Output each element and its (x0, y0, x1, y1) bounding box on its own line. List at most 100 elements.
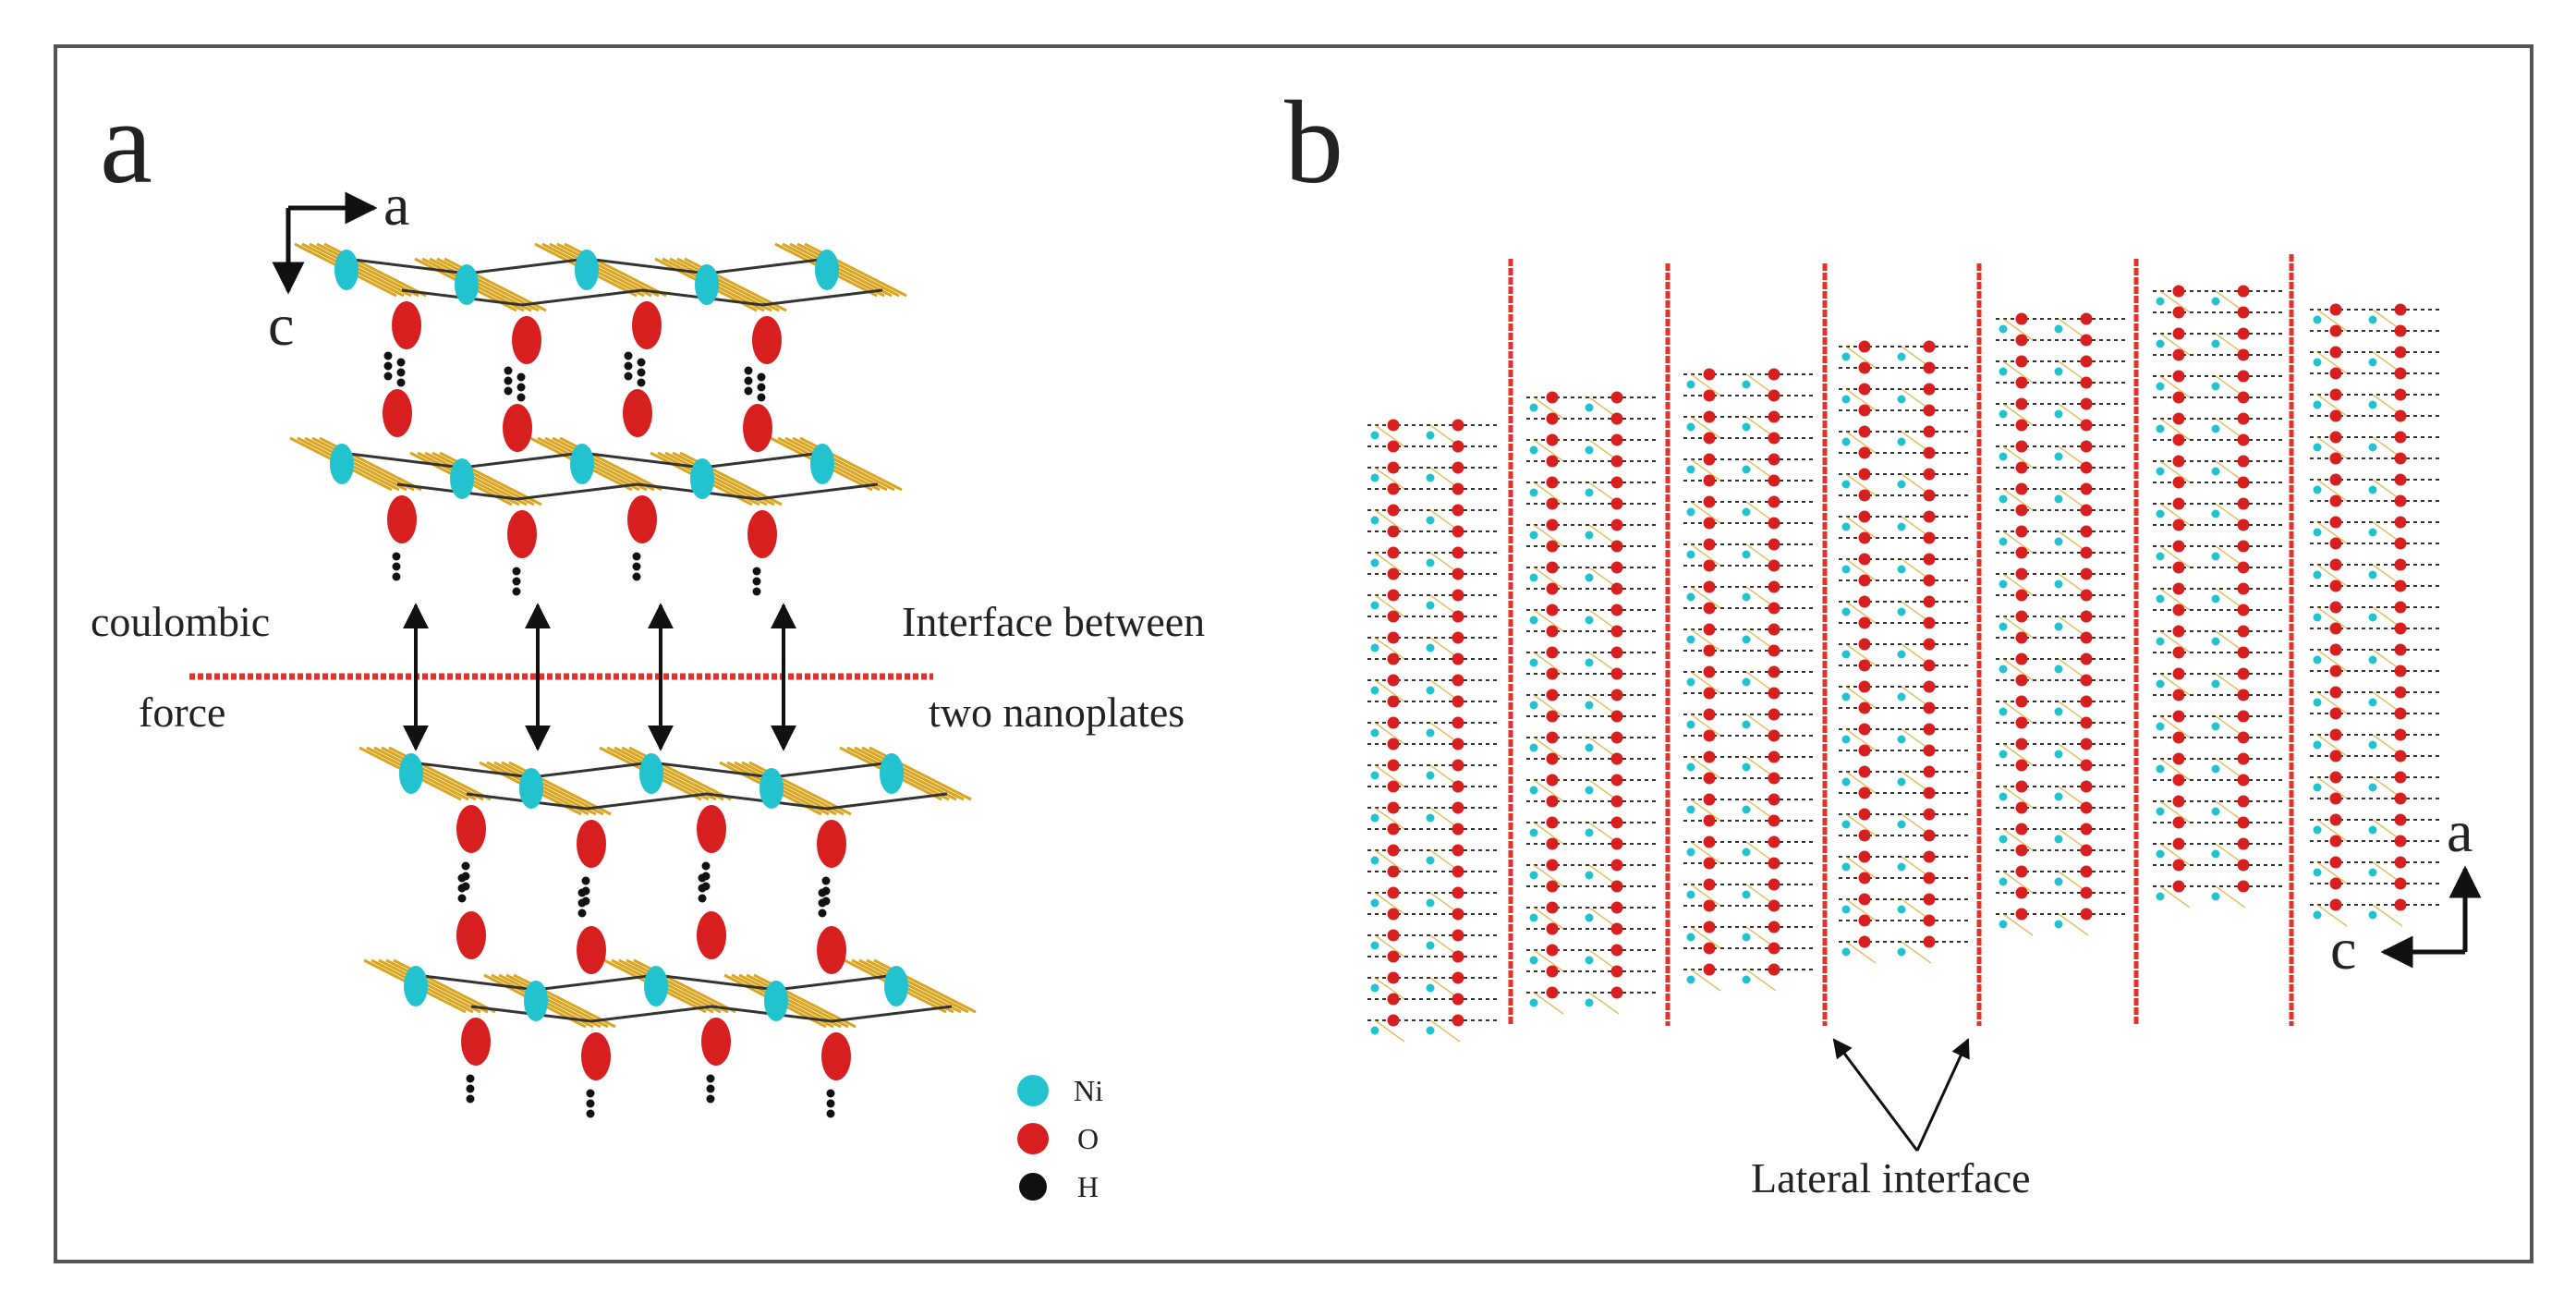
oxygen-atom (1452, 482, 1464, 495)
nickel-atom (1841, 905, 1851, 914)
oxygen-atom (1387, 652, 1400, 665)
bond-line (1845, 686, 1877, 709)
oxygen-atom (2237, 561, 2250, 574)
oxygen-atom (1923, 425, 1936, 438)
oxygen-atom (1610, 476, 1623, 489)
hydrogen-atom (826, 1099, 835, 1108)
oxygen-atom (1923, 383, 1936, 396)
oxygen-atom (1858, 340, 1871, 353)
oxygen-atom (1387, 1014, 1400, 1027)
nickel-atom (1529, 701, 1538, 710)
nickel-atom (450, 458, 474, 499)
nanoplate-column (2153, 285, 2282, 909)
oxygen-atom (2015, 823, 2028, 835)
oxygen-atom (1610, 582, 1623, 595)
nickel-atom (2313, 740, 2322, 750)
nickel-atom (2054, 452, 2063, 461)
nickel-atom (1585, 403, 1594, 412)
nanoplate-column (2310, 303, 2439, 927)
oxygen-atom (2237, 774, 2250, 787)
bond-line (2159, 545, 2191, 568)
bond-line (789, 242, 893, 298)
bond-line (2316, 819, 2348, 842)
oxygen-atom (1923, 935, 1936, 948)
hydrogen-atom (383, 372, 393, 381)
nickel-atom (1529, 913, 1538, 922)
oxygen-atom (1546, 816, 1559, 829)
hydrogen-atom (752, 567, 761, 576)
bond-line (429, 257, 532, 312)
oxygen-atom (1610, 561, 1623, 574)
oxygen-atom (2394, 898, 2407, 911)
nickel-atom (2368, 825, 2377, 835)
bond-line (1374, 637, 1405, 660)
oxygen-atom (1452, 823, 1464, 835)
oxygen-atom (1858, 872, 1871, 884)
layer-frame-line (396, 482, 879, 501)
oxygen-atom (2237, 518, 2250, 531)
oxygen-atom (2172, 518, 2185, 531)
bond-line (2316, 904, 2348, 927)
oxygen-atom (1610, 455, 1623, 468)
oxygen-atom (2080, 865, 2093, 878)
oxygen-atom (1703, 814, 1716, 827)
oxygen-atom (1387, 610, 1400, 623)
oxygen-atom (1703, 368, 1716, 381)
nickel-atom (2313, 613, 2322, 622)
bond-line (1374, 807, 1405, 830)
layer-frame-line (401, 288, 883, 307)
oxygen-atom (1610, 412, 1623, 425)
nickel-atom (2313, 570, 2322, 579)
oxygen-atom (1452, 546, 1464, 559)
hydrogen-atom (706, 1084, 715, 1093)
oxygen-atom (1858, 808, 1871, 821)
oxygen-atom (1858, 553, 1871, 566)
nickel-atom (2313, 400, 2322, 409)
hydrogen-atom (586, 1109, 595, 1118)
oxygen-atom (2015, 525, 2028, 538)
oxygen-atom (2394, 494, 2407, 507)
oxygen-atom (2172, 667, 2185, 680)
bond-line (1690, 884, 1721, 907)
bond-line (664, 451, 768, 506)
panel-b-axis-c-label: c (2330, 916, 2357, 982)
oxygen-atom (1923, 595, 1936, 608)
bond-line (424, 451, 528, 506)
oxygen-atom (1703, 878, 1716, 891)
hydrogen-atom (744, 376, 753, 385)
oxygen-atom (1923, 808, 1936, 821)
bond-line (2316, 606, 2348, 629)
hydrogen-atom (826, 1109, 835, 1118)
bond-line (552, 436, 655, 492)
nickel-atom (1841, 352, 1851, 361)
nickel-atom (404, 966, 428, 1006)
oxygen-atom (623, 389, 652, 437)
oxygen-atom (1858, 425, 1871, 438)
nickel-atom (1426, 771, 1435, 780)
oxygen-atom (1546, 752, 1559, 765)
bond-line (861, 746, 965, 801)
nickel-atom (2054, 920, 2063, 929)
hydrogen-atom (632, 562, 641, 571)
oxygen-atom (2329, 856, 2342, 869)
nickel-atom (2368, 528, 2377, 537)
nickel-atom (1999, 324, 2008, 334)
hydrogen-atom (396, 368, 406, 377)
hydrogen-atom (466, 1094, 475, 1104)
nickel-atom (2211, 764, 2220, 774)
oxygen-atom (1923, 404, 1936, 417)
oxygen-atom (2237, 859, 2250, 872)
oxygen-atom (2015, 652, 2028, 665)
nickel-atom (1370, 941, 1379, 950)
nickel-atom (2313, 655, 2322, 665)
bond-line (734, 761, 837, 816)
oxygen-atom (2015, 631, 2028, 644)
bond-line (1533, 737, 1564, 760)
bond-line (1845, 898, 1877, 921)
hydrogen-atom (586, 1099, 595, 1108)
oxygen-atom (2015, 716, 2028, 729)
oxygen-atom (1768, 389, 1780, 402)
oxygen-atom (1858, 680, 1871, 693)
nickel-atom (2156, 297, 2165, 306)
